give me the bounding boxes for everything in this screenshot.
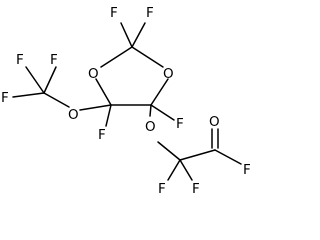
atom-label: F [98,127,106,143]
bond [105,104,112,127]
bond [167,159,181,181]
atom-label: F [192,181,200,197]
atom-label: O [88,66,99,82]
bond [100,46,133,68]
bond [131,46,164,68]
bond [79,104,112,111]
molecule-drawing: F F O O F F F O F F O O F F F [1,5,251,197]
bond [150,78,169,106]
atom-label: F [110,5,118,21]
atom-label: O [209,114,220,130]
bond [157,141,181,161]
atom-label: F [146,5,154,21]
atom-label: F [243,162,251,178]
atom-label: F [50,52,58,68]
bond [179,149,216,161]
bond [12,92,45,98]
atom-label: F [176,116,184,132]
atom-label: F [16,52,24,68]
bond [179,159,193,181]
atom-label: F [158,181,166,197]
bond [95,78,112,106]
atom-labels: F F O O F F F O F F O O F F F [1,5,251,197]
structure-canvas: F F O O F F F O F F O O F F F [1,5,251,197]
bond [150,104,175,121]
bond [149,104,152,117]
bond [43,66,57,94]
atom-label: O [68,107,79,123]
bond [131,22,146,48]
bonds [12,22,242,181]
bond [25,66,45,94]
atom-label: O [163,66,174,82]
bond [43,92,70,108]
bond [120,22,133,48]
atom-label: O [145,119,156,135]
bond [214,149,242,165]
atom-label: F [1,90,9,106]
